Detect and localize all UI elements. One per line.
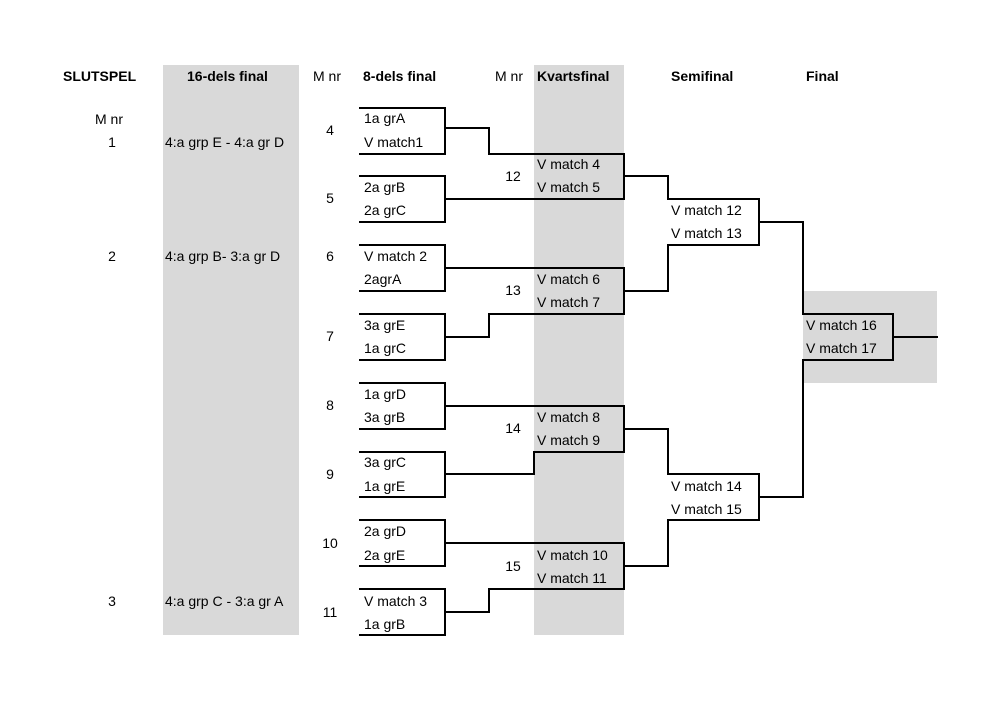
qf-slot-bottom: V match 5 (537, 179, 601, 195)
sf-slot-bottom: V match 13 (671, 225, 742, 241)
r16-slot-top: 3a grC (364, 454, 407, 470)
r16-slot-top: 1a grA (364, 110, 406, 126)
sf-slot-top: V match 12 (671, 202, 742, 218)
r16-slot-bottom: 2a grE (364, 547, 406, 563)
qf-slot-bottom: V match 11 (537, 570, 607, 586)
qf-match-number: 15 (505, 558, 521, 574)
r32-match-number: 1 (108, 134, 116, 150)
r16-slot-top: 2a grD (364, 523, 407, 539)
r16-slot-top: 3a grE (364, 317, 406, 333)
header-final: Final (806, 68, 839, 84)
qf-slot-top: V match 6 (537, 271, 601, 287)
r16-slot-top: 1a grD (364, 386, 407, 402)
header-mnr-r16: M nr (313, 68, 341, 84)
r32-column-band (163, 65, 299, 635)
header-slutspel: SLUTSPEL (63, 68, 137, 84)
r16-slot-top: 2a grB (364, 179, 406, 195)
qf-match-number: 14 (505, 420, 521, 436)
qf-slot-bottom: V match 9 (537, 432, 601, 448)
r16-slot-bottom: 1a grB (364, 616, 406, 632)
final-slot-bottom: V match 17 (806, 340, 877, 356)
r16-slot-bottom: V match1 (364, 134, 424, 150)
r16-slot-bottom: 1a grC (364, 340, 407, 356)
left-mnr-label: M nr (95, 111, 123, 127)
r16-slot-bottom: 2a grC (364, 202, 407, 218)
r16-slot-top: V match 3 (364, 593, 428, 609)
r16-match-number: 7 (326, 328, 334, 344)
r32-match-pairing: 4:a grp C - 3:a gr A (165, 593, 284, 609)
r16-slot-bottom: 1a grE (364, 478, 406, 494)
r16-match-number: 11 (322, 604, 338, 620)
qf-slot-top: V match 8 (537, 409, 601, 425)
r16-match-number: 10 (322, 535, 338, 551)
r32-match-number: 2 (108, 248, 116, 264)
sf-slot-bottom: V match 15 (671, 501, 742, 517)
header-r32: 16-dels final (187, 68, 268, 84)
qf-slot-top: V match 10 (537, 547, 608, 563)
header-r16: 8-dels final (363, 68, 437, 84)
r16-match-number: 9 (326, 466, 334, 482)
qf-slot-bottom: V match 7 (537, 294, 601, 310)
r16-slot-top: V match 2 (364, 248, 428, 264)
r16-slot-bottom: 2agrA (364, 271, 402, 287)
r32-match-number: 3 (108, 593, 116, 609)
r16-match-number: 8 (326, 397, 334, 413)
qf-column-band (534, 65, 624, 635)
qf-slot-top: V match 4 (537, 156, 601, 172)
r32-match-pairing: 4:a grp E - 4:a gr D (165, 134, 285, 150)
r16-match-number: 4 (326, 122, 334, 138)
header-sf: Semifinal (671, 68, 734, 84)
sf-slot-top: V match 14 (671, 478, 742, 494)
qf-match-number: 12 (505, 168, 521, 184)
final-slot-top: V match 16 (806, 317, 877, 333)
r16-match-number: 5 (326, 190, 334, 206)
r32-match-pairing: 4:a grp B- 3:a gr D (165, 248, 281, 264)
qf-match-number: 13 (505, 282, 521, 298)
r16-slot-bottom: 3a grB (364, 409, 406, 425)
header-mnr-qf: M nr (495, 68, 523, 84)
r16-match-number: 6 (326, 248, 334, 264)
header-qf: Kvartsfinal (537, 68, 610, 84)
